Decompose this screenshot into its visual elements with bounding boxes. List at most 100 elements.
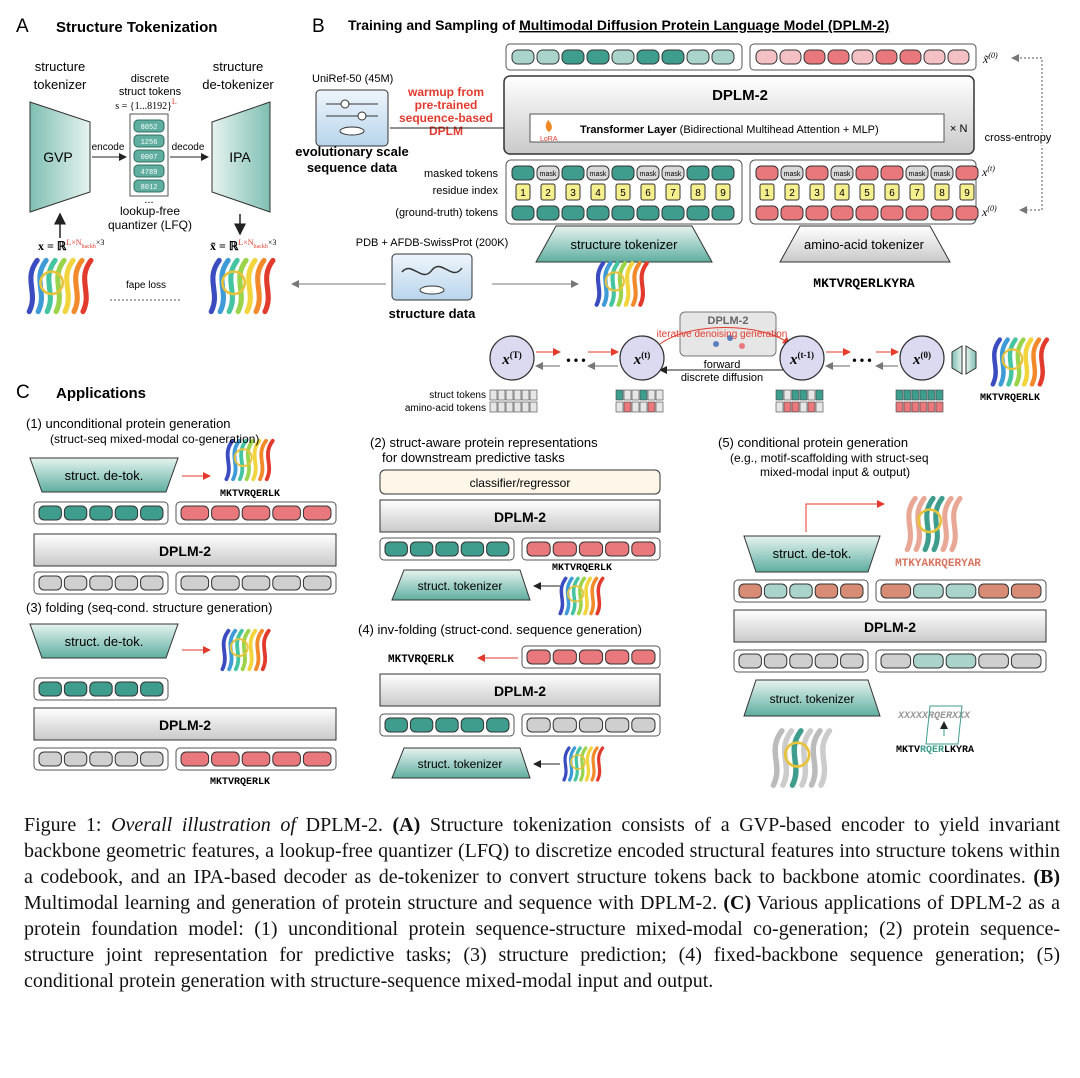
app2-aa-row-token bbox=[605, 541, 630, 557]
structure-tokenizer-label: structure tokenizer bbox=[571, 237, 679, 252]
sequence-label: MKTVRQERLKYRA bbox=[813, 276, 915, 291]
protein-strand bbox=[904, 495, 918, 553]
cross-entropy-label: cross-entropy bbox=[985, 132, 1052, 144]
code-token-label: 8052 bbox=[141, 124, 158, 132]
pred-struct-token bbox=[586, 49, 610, 65]
protein-strand bbox=[623, 261, 635, 307]
grid-cell bbox=[815, 401, 824, 413]
index-token bbox=[540, 183, 556, 201]
pred-struct-token bbox=[561, 49, 585, 65]
app5-in-aa-row-token bbox=[913, 653, 944, 669]
motif-label: XXXXXRQERXXX bbox=[897, 711, 971, 722]
warmup-label-1: warmup from bbox=[407, 85, 484, 99]
mask-token bbox=[661, 165, 685, 181]
app4-aa-row-token bbox=[631, 717, 656, 733]
diffusion-state bbox=[899, 335, 945, 381]
app3-in-struct-row-token bbox=[89, 751, 113, 767]
index-token-label: 4 bbox=[595, 188, 601, 199]
app3-in-struct-row-token bbox=[63, 751, 88, 767]
protein-strand bbox=[589, 576, 599, 616]
index-token bbox=[515, 183, 531, 201]
app1-in-struct-row-token bbox=[114, 575, 139, 591]
index-token-label: 6 bbox=[889, 188, 895, 199]
app3-in-aa-row-token bbox=[211, 751, 240, 767]
motif-highlight bbox=[925, 705, 963, 745]
app5-tok-shape bbox=[743, 679, 881, 717]
grid-cell bbox=[489, 389, 498, 401]
app1-struct-row-token bbox=[89, 505, 113, 521]
detokenizer-label-2: de-tokenizer bbox=[202, 77, 274, 92]
grid-cell bbox=[895, 389, 904, 401]
gt-token bbox=[955, 205, 979, 221]
caption-a: (A) bbox=[392, 814, 421, 836]
mask-token-label: mask bbox=[784, 171, 801, 178]
protein-strand bbox=[799, 728, 814, 788]
classifier-box bbox=[379, 469, 661, 495]
caption-text-a: Structure tokenization consists of a GVP… bbox=[24, 814, 1060, 888]
app5-out-aa-row-token bbox=[945, 583, 977, 599]
gt-token bbox=[880, 205, 904, 221]
protein-strand bbox=[251, 438, 262, 482]
grid-cell bbox=[513, 401, 522, 413]
grid-cell bbox=[799, 401, 808, 413]
protein-strand bbox=[208, 257, 222, 315]
protein-strand bbox=[53, 257, 67, 315]
seq-db-knob-2 bbox=[357, 111, 367, 121]
index-token bbox=[934, 183, 950, 201]
app5-detok-label: struct. de-tok. bbox=[773, 546, 852, 561]
protein-helix bbox=[604, 271, 625, 292]
protein-strand bbox=[264, 438, 275, 482]
app1-in-aa-row-token bbox=[241, 575, 271, 591]
forward-label-2: discrete diffusion bbox=[681, 372, 763, 384]
gt-token bbox=[511, 205, 535, 221]
seq-db-knob-1 bbox=[340, 99, 350, 109]
pred-struct-token bbox=[686, 49, 710, 65]
lora-fire-icon bbox=[545, 120, 552, 132]
app4-tok-shape bbox=[391, 747, 531, 779]
protein-helix bbox=[783, 741, 811, 768]
grid-cell bbox=[895, 401, 904, 413]
visible-token bbox=[711, 165, 735, 181]
app3-in-aa-row-token bbox=[180, 751, 210, 767]
grid-cell bbox=[927, 401, 936, 413]
warmup-label-2: pre-trained bbox=[415, 98, 478, 112]
protein-output bbox=[208, 257, 276, 315]
s-formula: s = {1...8192}L bbox=[115, 97, 177, 112]
aa-tokenizer-label: amino-acid tokenizer bbox=[804, 237, 925, 252]
caption-model-name: DPLM-2 bbox=[305, 814, 378, 836]
visible-token bbox=[755, 165, 779, 181]
seq-db-cylinder bbox=[339, 126, 365, 136]
caption-text-c: Various applications of DPLM-2 as a prot… bbox=[24, 892, 1060, 992]
grid-cell bbox=[935, 389, 944, 401]
gvp-encoder-shape bbox=[29, 101, 91, 213]
protein-app2 bbox=[558, 576, 605, 616]
mini-net-node-2 bbox=[727, 335, 733, 341]
app5-detok-shape bbox=[743, 535, 881, 573]
app1-struct-row-token bbox=[63, 505, 88, 521]
grid-cell bbox=[631, 401, 640, 413]
app5-seq-label: MTKYAKRQERYAR bbox=[895, 558, 981, 570]
diffusion-state bbox=[779, 335, 825, 381]
pred-struct-token bbox=[511, 49, 535, 65]
grid-cell bbox=[775, 389, 784, 401]
app1-seq-label: MKTVRQERLK bbox=[220, 489, 280, 500]
x-formula: x = ℝL×Nbackb×3 bbox=[38, 238, 104, 253]
app5-in-struct-row-token bbox=[738, 653, 762, 669]
cross-entropy-line bbox=[1019, 57, 1043, 214]
code-token-label: 8012 bbox=[141, 184, 158, 192]
protein-helix bbox=[233, 448, 253, 467]
mask-token bbox=[930, 165, 954, 181]
protein-strand bbox=[630, 261, 642, 307]
grid-cell bbox=[505, 401, 514, 413]
app5-in-aa-row-token bbox=[1010, 653, 1042, 669]
gvp-label: GVP bbox=[43, 149, 73, 165]
app3-label: (3) folding (seq-cond. structure generat… bbox=[26, 600, 272, 615]
caption-sep: . bbox=[377, 814, 393, 836]
index-token bbox=[715, 183, 731, 201]
app5-in-aa-row-token bbox=[945, 653, 977, 669]
uniref-label: UniRef-50 (45M) bbox=[312, 73, 393, 85]
protein-strand bbox=[260, 628, 271, 672]
index-token bbox=[809, 183, 825, 201]
app3-detok-label: struct. de-tok. bbox=[65, 634, 144, 649]
pred-struct-tokens bbox=[511, 49, 735, 65]
